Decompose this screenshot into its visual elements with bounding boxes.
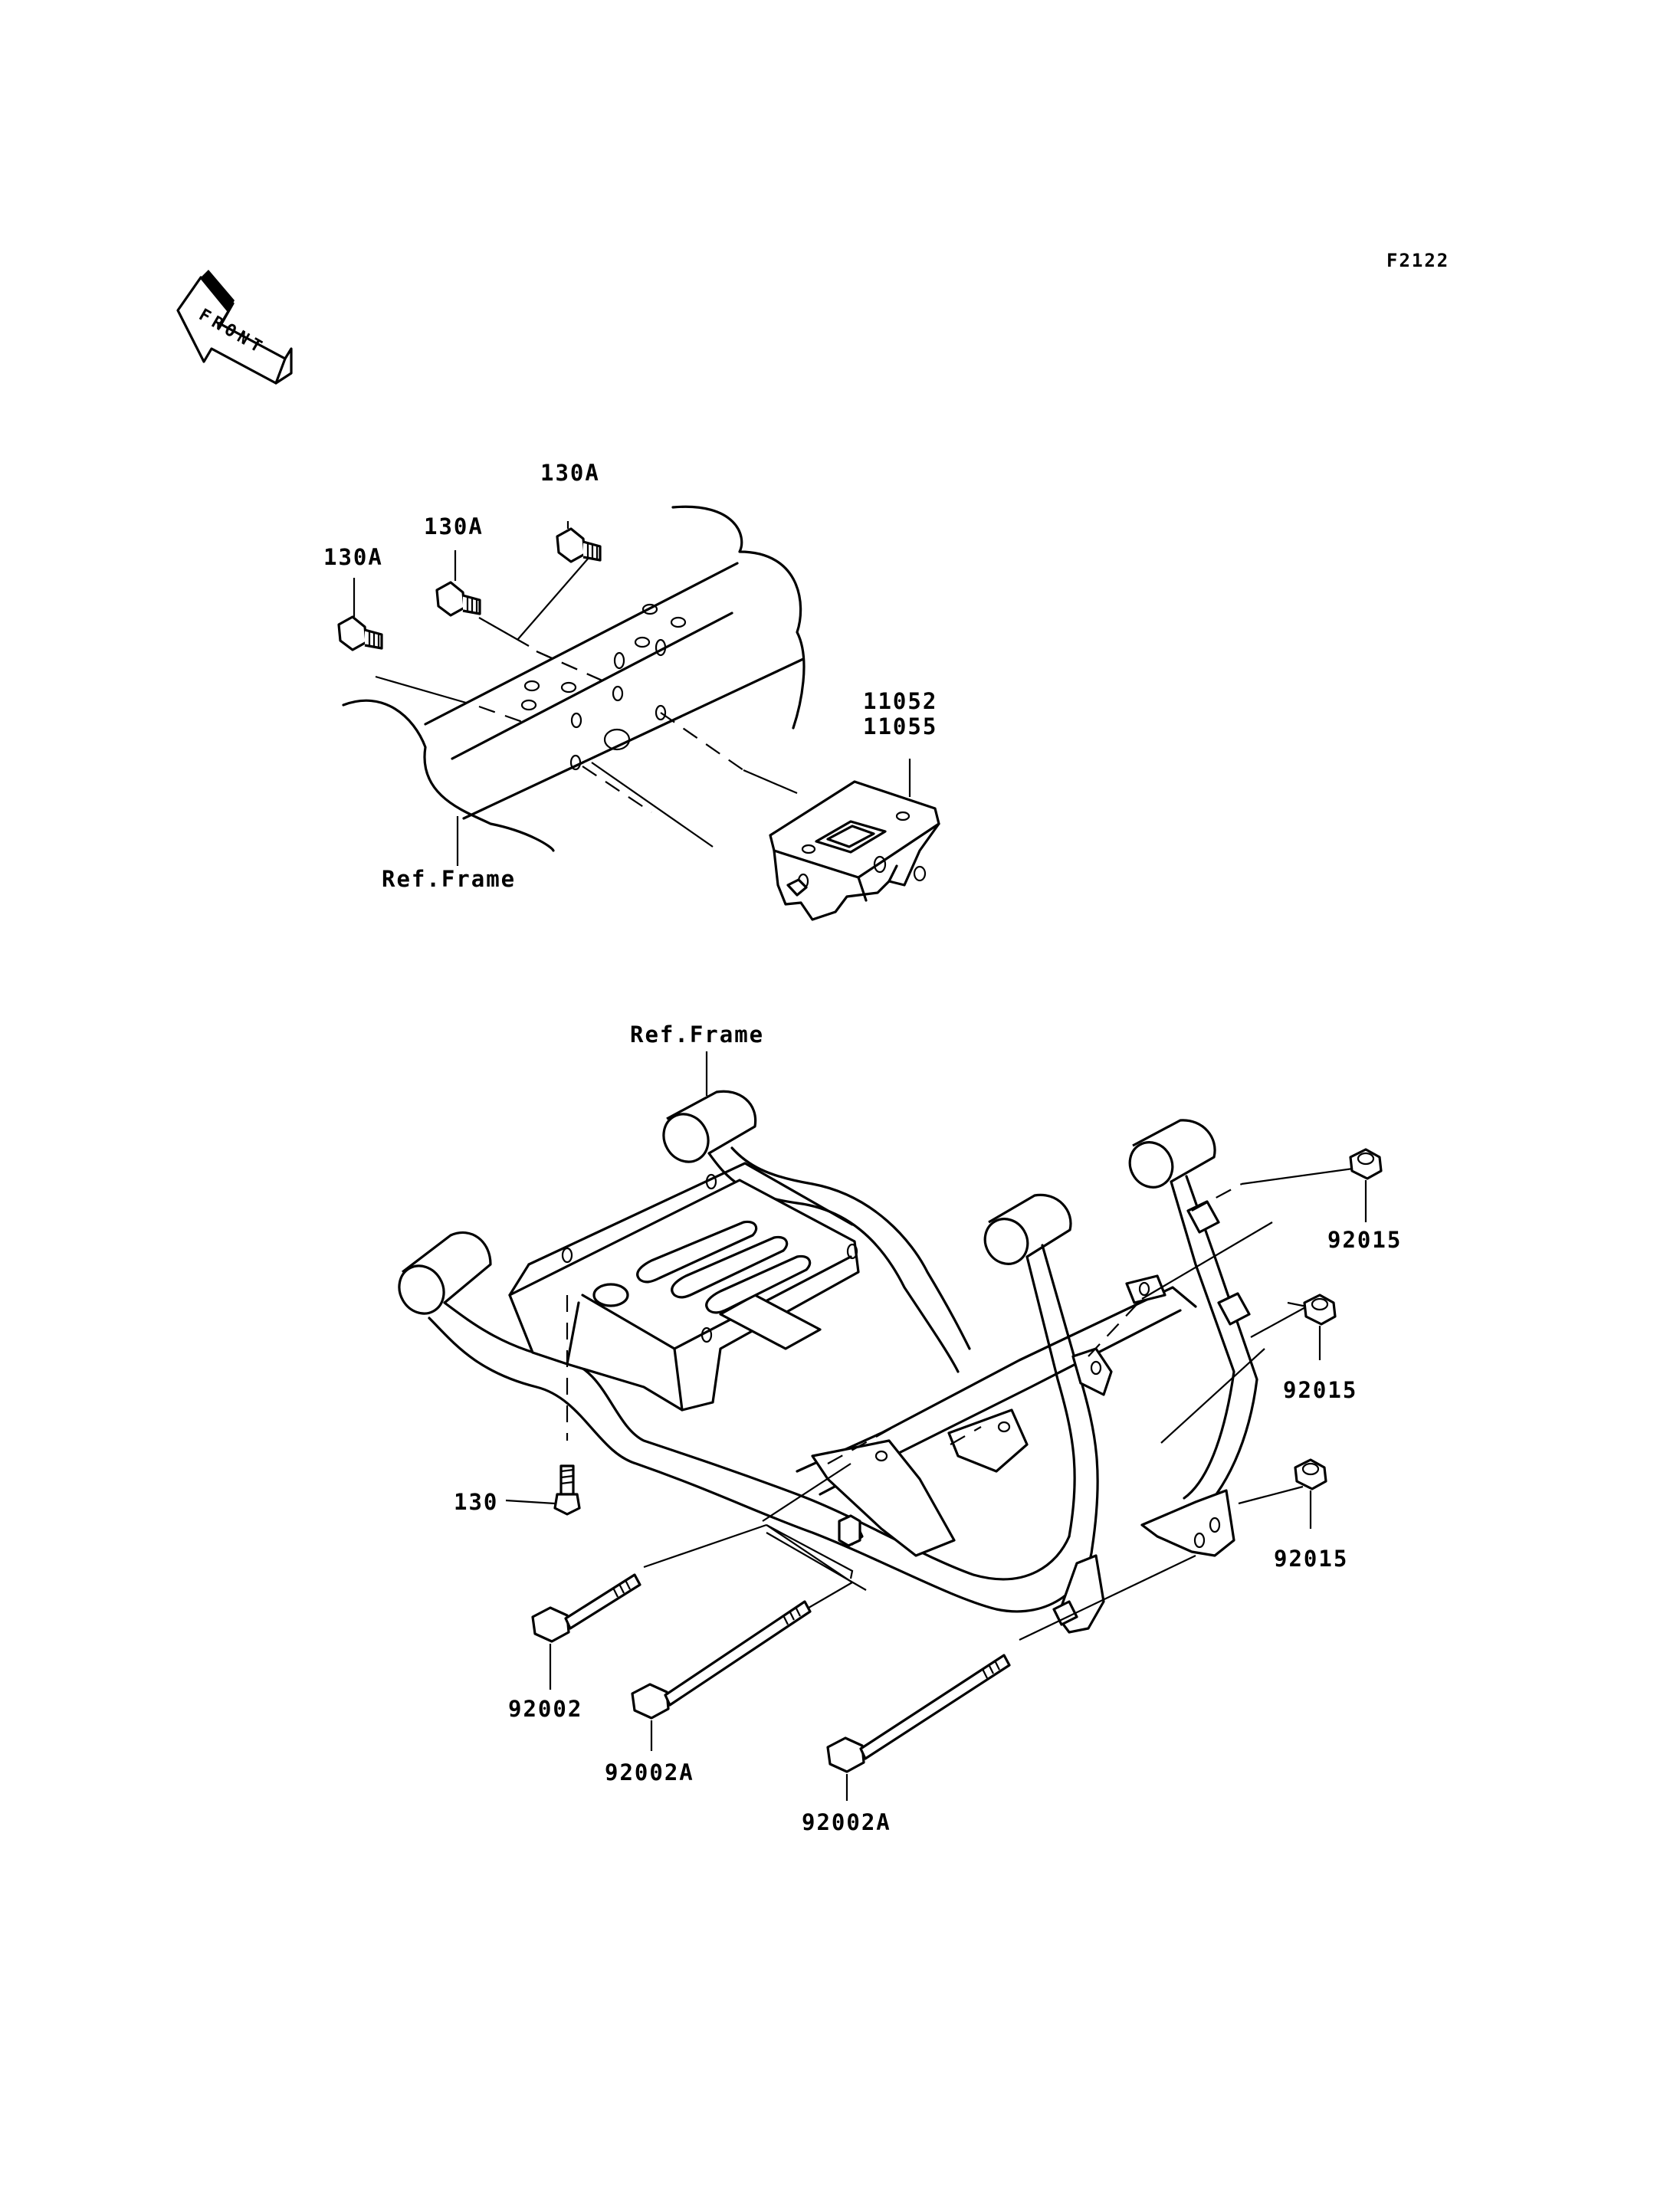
engine-bracket [769, 780, 940, 921]
frame-holes [520, 603, 687, 771]
bracket-right-mid [947, 1274, 1166, 1473]
cylinder-top [662, 1090, 757, 1163]
bracket-front-right [1052, 1554, 1105, 1634]
label-11052: 11052 [863, 688, 937, 714]
cylinder-right-2 [1128, 1119, 1216, 1189]
label-92015-2: 92015 [1283, 1377, 1357, 1403]
bolt-92002a-2 [826, 1654, 1011, 1773]
label-130a-3: 130A [540, 460, 600, 486]
label-92002: 92002 [508, 1696, 582, 1722]
label-ref-frame-upper: Ref.Frame [382, 866, 516, 892]
bolt-130a-3 [556, 527, 602, 563]
label-92002a-2: 92002A [802, 1809, 891, 1835]
front-arrow-icon: FRONT [176, 270, 293, 385]
nut-92015-2 [1303, 1294, 1337, 1326]
label-11055: 11055 [863, 713, 937, 739]
cylinder-right-1 [983, 1193, 1072, 1265]
cylinder-left [398, 1231, 492, 1315]
figure-code: F2122 [1386, 250, 1449, 271]
bolt-130a-2 [435, 581, 481, 617]
bolt-130 [553, 1464, 581, 1516]
label-ref-frame-lower: Ref.Frame [630, 1021, 764, 1048]
upper-assembly: 130A 130A 130A 11052 11055 Ref.Frame [323, 460, 940, 921]
spacer-collar [838, 1514, 861, 1547]
label-130: 130 [454, 1489, 498, 1515]
bolt-92002a-1 [631, 1600, 812, 1720]
lower-assembly: Ref.Frame [398, 1021, 1402, 1835]
engine-mount-plate [508, 1162, 860, 1412]
label-92002a-1: 92002A [605, 1759, 694, 1785]
label-130a-2: 130A [424, 513, 484, 539]
nut-92015-3 [1294, 1458, 1327, 1490]
label-92015-3: 92015 [1274, 1546, 1348, 1572]
bolt-92002 [531, 1573, 641, 1643]
frame-outline [671, 505, 806, 730]
nut-92015-1 [1349, 1148, 1383, 1180]
bracket-right-rear [1140, 1200, 1251, 1557]
label-130a-1: 130A [323, 544, 383, 570]
bolt-130a-1 [337, 615, 383, 651]
bracket-center [811, 1439, 956, 1557]
label-92015-1: 92015 [1327, 1227, 1402, 1253]
